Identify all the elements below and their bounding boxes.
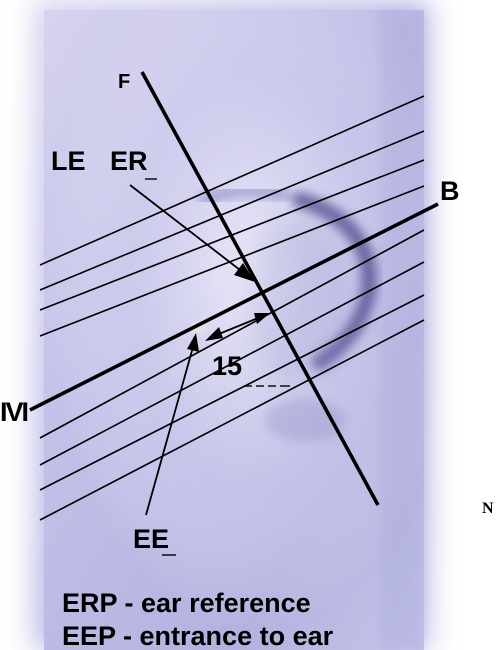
caption-eep: EEP - entrance to ear [62, 621, 334, 650]
label-n: N [482, 500, 494, 517]
label-ee: EE [133, 524, 169, 554]
parallel-line [39, 130, 425, 291]
label-f: F [118, 71, 130, 93]
ear-photo-background [34, 0, 430, 650]
er-arrow [129, 184, 255, 282]
parallel-line [39, 95, 425, 266]
f-line [140, 71, 380, 506]
label-distance: 15 [212, 351, 242, 381]
label-le: LE [51, 146, 86, 176]
label-b: B [440, 176, 460, 206]
parallel-line [39, 319, 425, 521]
parallel-line [39, 229, 425, 439]
b-line [29, 202, 439, 412]
label-m: IVI [0, 397, 28, 427]
caption-erp: ERP - ear reference [62, 588, 311, 618]
parallel-line [39, 294, 425, 491]
distance-arrow [205, 313, 270, 341]
parallel-line [39, 261, 425, 466]
label-er: ER [110, 146, 148, 176]
parallel-lines [39, 95, 425, 521]
ee-arrow [145, 333, 199, 516]
parallel-line [39, 185, 425, 337]
